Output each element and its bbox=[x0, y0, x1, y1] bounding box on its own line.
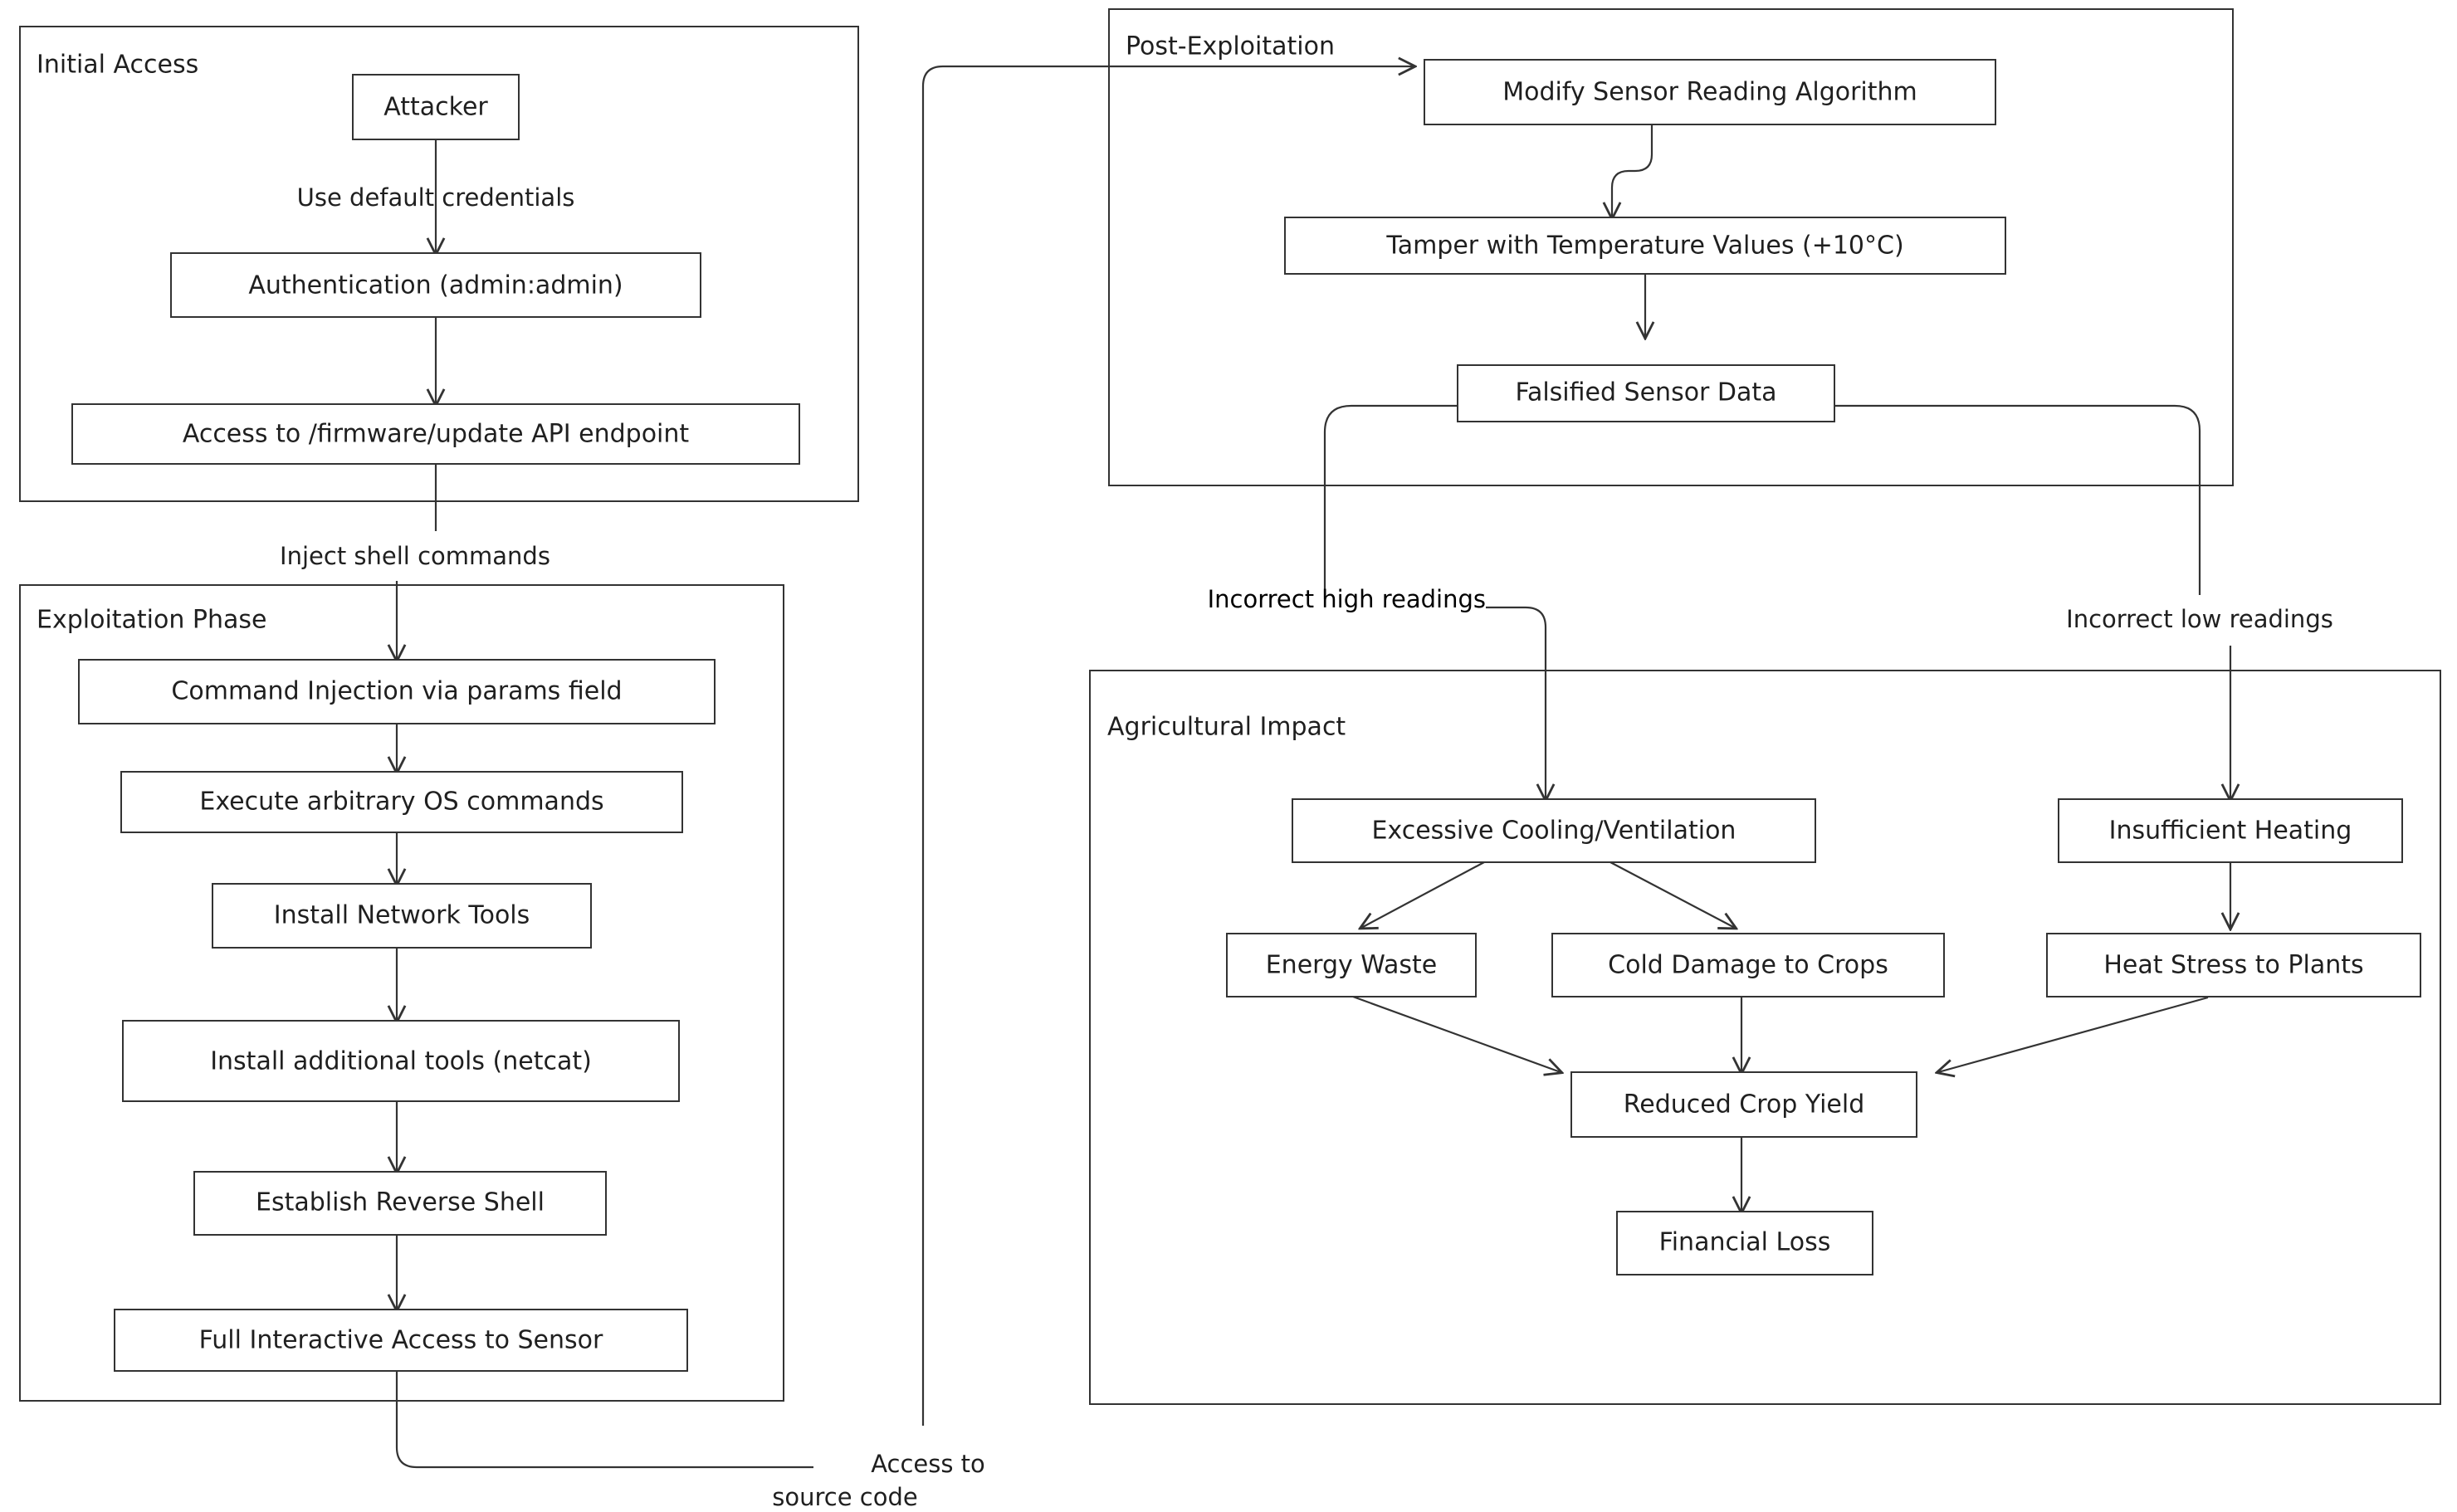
node-rev-shell[interactable] bbox=[193, 1171, 607, 1236]
node-exec-os[interactable] bbox=[120, 771, 683, 833]
edge-cooling-energy bbox=[1361, 861, 1485, 928]
cluster-label-exploitation-phase: Exploitation Phase bbox=[37, 606, 267, 635]
node-label-modify-alg: Modify Sensor Reading Algorithm bbox=[1502, 78, 1917, 107]
node-yield[interactable] bbox=[1570, 1071, 1917, 1138]
node-label-cooling: Excessive Cooling/Ventilation bbox=[1372, 817, 1737, 846]
node-label-rev-shell: Establish Reverse Shell bbox=[256, 1188, 545, 1217]
edge-label-access-to-source-code-line1: Access to bbox=[871, 1450, 985, 1478]
edge-label-access-to-source-code-line2: source code bbox=[772, 1483, 917, 1511]
node-cold-dmg[interactable] bbox=[1551, 933, 1945, 997]
edge-fullaccess-modifyalg-left bbox=[395, 1371, 813, 1469]
node-label-auth: Authentication (admin:admin) bbox=[248, 271, 623, 300]
node-falsified[interactable] bbox=[1457, 364, 1835, 422]
cluster-label-initial-access: Initial Access bbox=[37, 51, 198, 80]
node-label-energy: Energy Waste bbox=[1266, 951, 1438, 980]
cluster-label-post-exploitation: Post-Exploitation bbox=[1126, 32, 1335, 61]
cluster-agricultural-impact bbox=[1089, 670, 2441, 1405]
cluster-label-agricultural-impact: Agricultural Impact bbox=[1107, 713, 1346, 742]
edge-fullaccess-modifyalg-riser bbox=[921, 66, 1414, 1426]
node-label-yield: Reduced Crop Yield bbox=[1624, 1090, 1865, 1119]
node-label-tamper-temp: Tamper with Temperature Values (+10°C) bbox=[1385, 232, 1903, 261]
node-heating[interactable] bbox=[2058, 798, 2403, 863]
node-label-exec-os: Execute arbitrary OS commands bbox=[199, 788, 603, 817]
edge-cooling-colddmg bbox=[1610, 861, 1735, 928]
node-label-cold-dmg: Cold Damage to Crops bbox=[1608, 951, 1888, 980]
edge-falsified-cooling-a bbox=[1323, 404, 1458, 599]
node-label-financial: Financial Loss bbox=[1659, 1228, 1831, 1257]
node-attacker[interactable] bbox=[352, 74, 520, 140]
node-label-fw-api: Access to /firmware/update API endpoint bbox=[183, 420, 690, 449]
edge-energy-yield bbox=[1352, 995, 1561, 1072]
node-modify-alg[interactable] bbox=[1424, 59, 1996, 125]
node-label-heat-stress: Heat Stress to Plants bbox=[2103, 951, 2363, 980]
node-full-access[interactable] bbox=[114, 1309, 688, 1372]
node-label-heating: Insufficient Heating bbox=[2109, 817, 2352, 846]
node-cmd-inj[interactable] bbox=[78, 659, 716, 724]
edge-label-incorrect-low-readings: Incorrect low readings bbox=[2066, 605, 2333, 633]
node-cooling[interactable] bbox=[1292, 798, 1816, 863]
edge-heatstress-yield bbox=[1938, 996, 2209, 1072]
edge-label-incorrect-high-readings: Incorrect high readings bbox=[1208, 585, 1486, 613]
node-label-attacker: Attacker bbox=[383, 93, 488, 122]
node-fw-api[interactable] bbox=[71, 403, 800, 465]
node-financial[interactable] bbox=[1616, 1211, 1873, 1275]
node-heat-stress[interactable] bbox=[2046, 933, 2421, 997]
node-netcat[interactable] bbox=[122, 1020, 680, 1102]
node-label-full-access: Full Interactive Access to Sensor bbox=[199, 1326, 603, 1355]
node-tamper-temp[interactable] bbox=[1284, 217, 2006, 275]
edge-label-use-default-credentials: Use default credentials bbox=[297, 183, 575, 212]
node-net-tools[interactable] bbox=[212, 883, 592, 949]
node-energy[interactable] bbox=[1226, 933, 1477, 997]
node-label-netcat: Install additional tools (netcat) bbox=[210, 1047, 592, 1076]
edge-falsified-heating-a bbox=[1834, 404, 2201, 595]
node-auth[interactable] bbox=[170, 252, 701, 318]
node-label-net-tools: Install Network Tools bbox=[274, 901, 530, 930]
node-label-falsified: Falsified Sensor Data bbox=[1515, 378, 1776, 407]
edge-label-inject-shell-commands: Inject shell commands bbox=[280, 542, 550, 570]
node-label-cmd-inj: Command Injection via params field bbox=[171, 677, 622, 706]
edge-falsified-cooling-b bbox=[1486, 606, 1546, 799]
edge-modifyalg-tampertemp bbox=[1612, 124, 1653, 217]
